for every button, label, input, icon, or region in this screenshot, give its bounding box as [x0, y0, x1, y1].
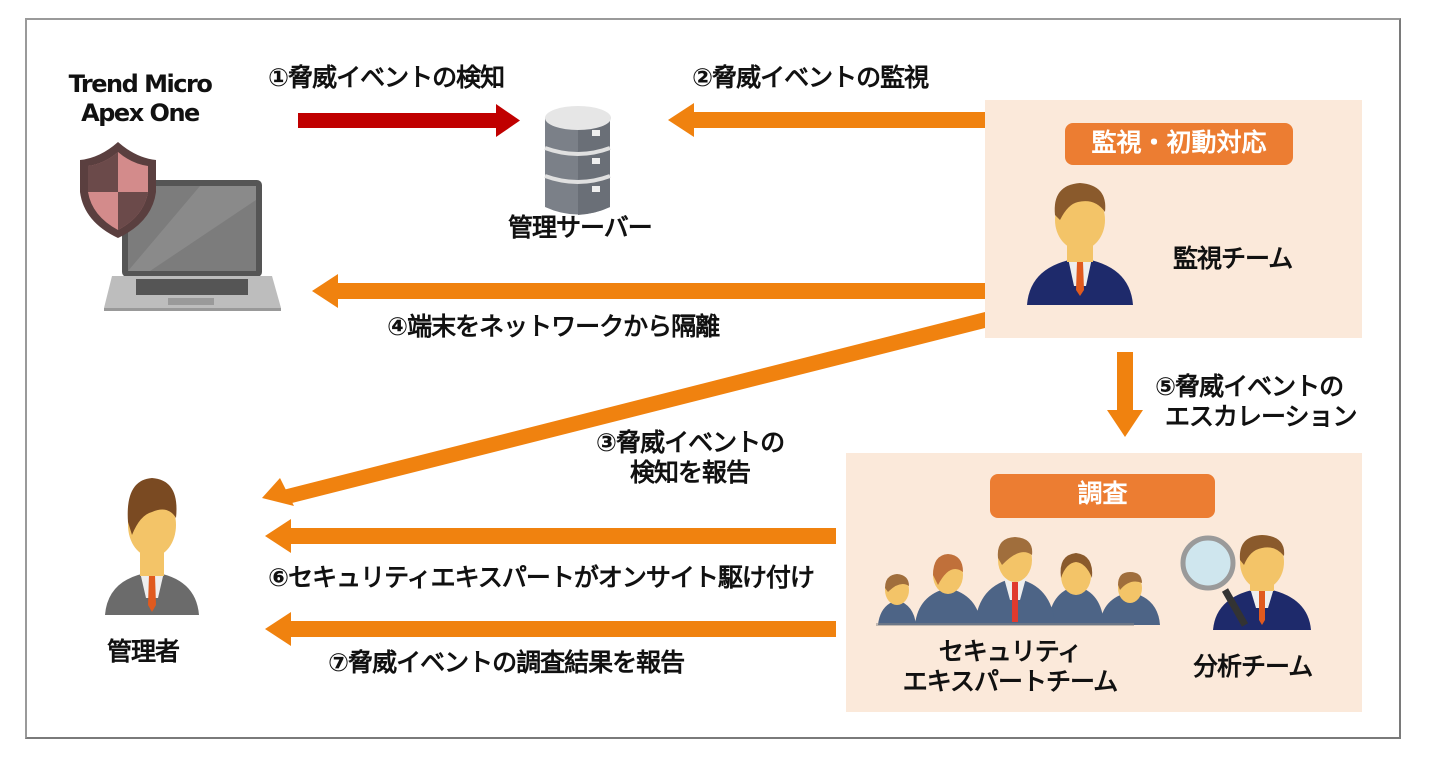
investigation-tag: 調査: [990, 474, 1215, 518]
expert-team-label-line1: セキュリティ: [938, 637, 1083, 666]
server-label: 管理サーバー: [508, 213, 653, 242]
expert-team-label-line2: エキスパートチーム: [902, 667, 1119, 696]
arrow-step-3: [262, 312, 985, 506]
group-people-icon: [876, 537, 1160, 626]
step-5-label: ⑤脅威イベントの エスカレーション: [1155, 372, 1358, 432]
step-3-label: ③脅威イベントの 検知を報告: [570, 428, 810, 488]
step-3-label-line1: ③脅威イベントの: [595, 428, 785, 457]
step-3-label-line2: 検知を報告: [629, 458, 751, 487]
magnifier-person-icon: [1180, 535, 1311, 630]
step-5-label-line2: エスカレーション: [1165, 402, 1358, 431]
step-1-label: ①脅威イベントの検知: [268, 63, 505, 92]
arrow-step-4: [312, 274, 985, 308]
arrow-step-1: [298, 104, 520, 137]
arrow-step-2: [668, 103, 985, 137]
step-2-label: ②脅威イベントの監視: [692, 63, 929, 92]
admin-label: 管理者: [107, 637, 180, 666]
analysis-team-label: 分析チーム: [1193, 652, 1313, 681]
product-name: Trend Micro Apex One: [50, 70, 230, 128]
monitoring-team-label: 監視チーム: [1173, 244, 1293, 273]
step-6-label: ⑥セキュリティエキスパートがオンサイト駆け付け: [268, 563, 815, 592]
laptop-icon: [104, 180, 281, 311]
database-server-icon: [544, 106, 611, 215]
shield-icon: [80, 142, 156, 238]
arrow-step-6: [265, 519, 836, 553]
step-7-label: ⑦脅威イベントの調査結果を報告: [328, 648, 685, 677]
step-4-label: ④端末をネットワークから隔離: [387, 312, 720, 341]
monitoring-tag: 監視・初動対応: [1065, 123, 1293, 165]
product-name-line1: Trend Micro: [68, 70, 213, 98]
expert-team-label: セキュリティ エキスパートチーム: [880, 637, 1140, 697]
monitoring-person-icon: [1027, 183, 1133, 305]
product-name-line2: Apex One: [81, 99, 200, 127]
arrow-step-7: [265, 612, 836, 646]
step-5-label-line1: ⑤脅威イベントの: [1155, 372, 1344, 401]
arrow-step-5: [1107, 352, 1143, 437]
admin-person-icon: [105, 478, 199, 615]
